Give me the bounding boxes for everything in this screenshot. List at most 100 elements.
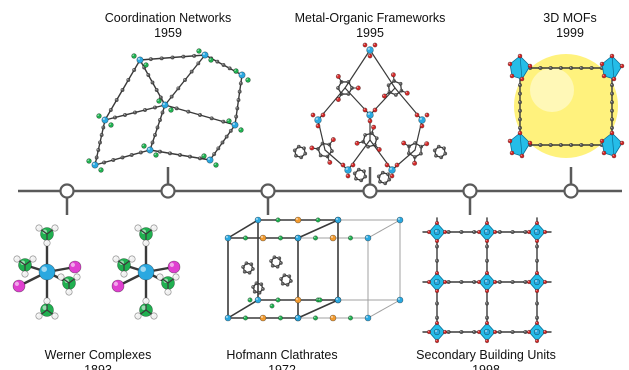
atom-highlight (295, 217, 299, 220)
metal-node (344, 166, 352, 174)
nitrogen-atom (168, 107, 174, 113)
magenta-ligand (68, 260, 82, 274)
carbon-atom (534, 244, 539, 249)
atom-highlight (234, 69, 236, 72)
atom-highlight (384, 182, 386, 184)
metal-organic-framework-structure (292, 42, 448, 186)
atom-highlight (580, 66, 582, 68)
atom-highlight (347, 80, 349, 82)
carbon-atom (212, 152, 217, 157)
atom-highlight (197, 62, 199, 64)
atom-highlight (95, 156, 97, 158)
atom-highlight (511, 230, 513, 232)
bond (344, 49, 371, 89)
carbon-atom (123, 113, 128, 118)
atom-highlight (345, 167, 348, 170)
metal-polyhedron (509, 55, 531, 80)
oxygen-atom (442, 279, 448, 285)
carbon-atom (234, 114, 239, 119)
atom-highlight (214, 163, 216, 165)
carbon-atom (269, 259, 273, 263)
atom-highlight (302, 147, 305, 149)
oxygen-atom (401, 140, 407, 146)
atom-highlight (238, 90, 240, 92)
marker-coordination (160, 183, 176, 199)
carbon-atom (154, 88, 159, 93)
nitrogen-atom (312, 315, 318, 321)
atom-highlight (473, 280, 475, 282)
atom-highlight (602, 151, 604, 153)
carbon-atom (102, 160, 107, 165)
atom-highlight (535, 245, 538, 247)
atom-highlight (171, 56, 173, 58)
atom-highlight (341, 163, 344, 165)
nitrogen-atom (275, 217, 281, 223)
bond (391, 149, 416, 171)
atom-highlight (251, 285, 254, 288)
atom-highlight (210, 117, 212, 119)
carbon-atom (374, 136, 379, 141)
carbon-atom (393, 93, 398, 97)
atom-highlight (485, 280, 487, 282)
atom-highlight (182, 55, 184, 57)
atom-highlight (427, 230, 429, 232)
atom-highlight (518, 54, 520, 56)
atom-highlight (261, 287, 263, 289)
carbon-atom (296, 144, 301, 149)
atom-highlight (348, 316, 351, 319)
atom-highlight (443, 230, 445, 232)
magenta-ligand (12, 279, 26, 293)
carbon-atom (247, 270, 252, 275)
atom-highlight (188, 155, 190, 157)
atom-highlight (447, 330, 449, 332)
atom-highlight (109, 123, 112, 126)
atom-highlight (209, 58, 211, 60)
metal-node (91, 161, 99, 169)
atom-highlight (248, 271, 250, 273)
atom-highlight (109, 108, 111, 110)
atom-highlight (157, 99, 159, 102)
atom-highlight (610, 126, 613, 128)
carbon-atom (434, 301, 439, 306)
oxygen-atom (619, 63, 625, 69)
atom-highlight (364, 133, 366, 135)
oxygen-atom (484, 288, 490, 294)
atom-highlight (258, 291, 260, 293)
atom-highlight (127, 78, 129, 80)
atom-highlight (149, 57, 151, 60)
oxygen-atom (434, 270, 440, 276)
cobalt-node (224, 314, 232, 322)
carbon-atom (235, 106, 240, 111)
atom-highlight (435, 221, 437, 223)
carbon-atom (176, 86, 181, 91)
oxygen-atom (434, 288, 440, 294)
atom-highlight (42, 305, 47, 310)
atom-highlight (281, 282, 283, 284)
carbon-atom (244, 261, 249, 266)
atom-highlight (355, 141, 358, 144)
atom-highlight (395, 163, 398, 165)
atom-highlight (243, 316, 246, 319)
atom-highlight (420, 124, 423, 126)
atom-highlight (14, 281, 19, 286)
atom-highlight (363, 43, 366, 45)
nitrogen-atom (108, 122, 114, 128)
marker-mof3d (563, 183, 579, 199)
atom-highlight (535, 330, 538, 332)
carbon-atom (376, 174, 381, 179)
atom-highlight (433, 149, 435, 151)
coordination-network-structure (86, 48, 251, 173)
carbon-atom (143, 108, 148, 113)
atom-highlight (443, 280, 445, 282)
atom-highlight (147, 73, 149, 75)
atom-highlight (527, 280, 529, 282)
carbon-atom (174, 106, 179, 111)
atom-highlight (121, 156, 123, 158)
carbon-atom (558, 143, 563, 148)
atom-highlight (336, 74, 339, 77)
carbon-atom (169, 94, 174, 99)
atom-highlight (66, 289, 69, 292)
atom-highlight (143, 298, 147, 301)
atom-highlight (248, 298, 250, 301)
hydrogen-atom (134, 224, 142, 232)
